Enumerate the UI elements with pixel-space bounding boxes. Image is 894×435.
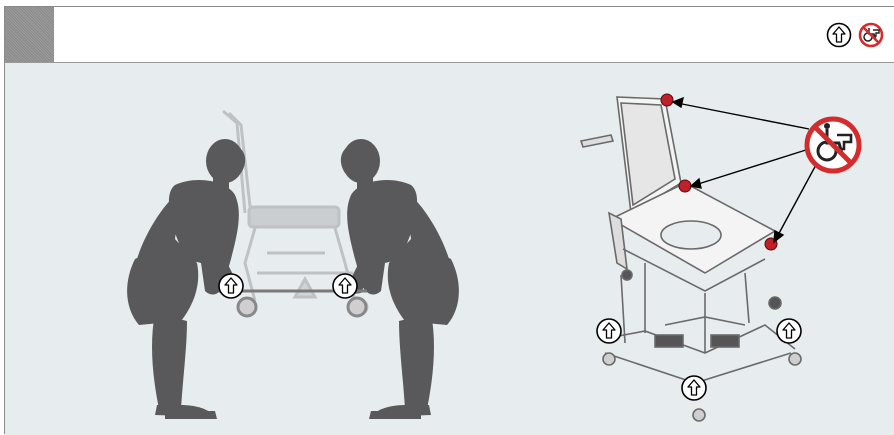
header-icons (826, 21, 884, 49)
lift-point-icon (777, 319, 801, 343)
right-person (341, 139, 459, 419)
illustration-panel (5, 63, 894, 435)
header-square (5, 7, 54, 62)
lift-point-icon (682, 376, 706, 400)
lift-point-icon (597, 319, 621, 343)
instruction-frame (4, 6, 894, 434)
lift-point-icon (219, 274, 243, 298)
chair-scene (581, 94, 859, 421)
no-lift-marker (679, 180, 691, 192)
no-lift-marker (661, 94, 673, 106)
lifting-scene (127, 111, 459, 419)
illustration-scene (5, 63, 894, 435)
header-bar (5, 7, 894, 63)
no-lift-wheelchair-icon (858, 22, 884, 48)
lift-point-icon (333, 274, 357, 298)
shower-chair (581, 97, 801, 421)
no-lift-wheelchair-icon (807, 119, 859, 171)
lift-point-icon (826, 22, 852, 48)
